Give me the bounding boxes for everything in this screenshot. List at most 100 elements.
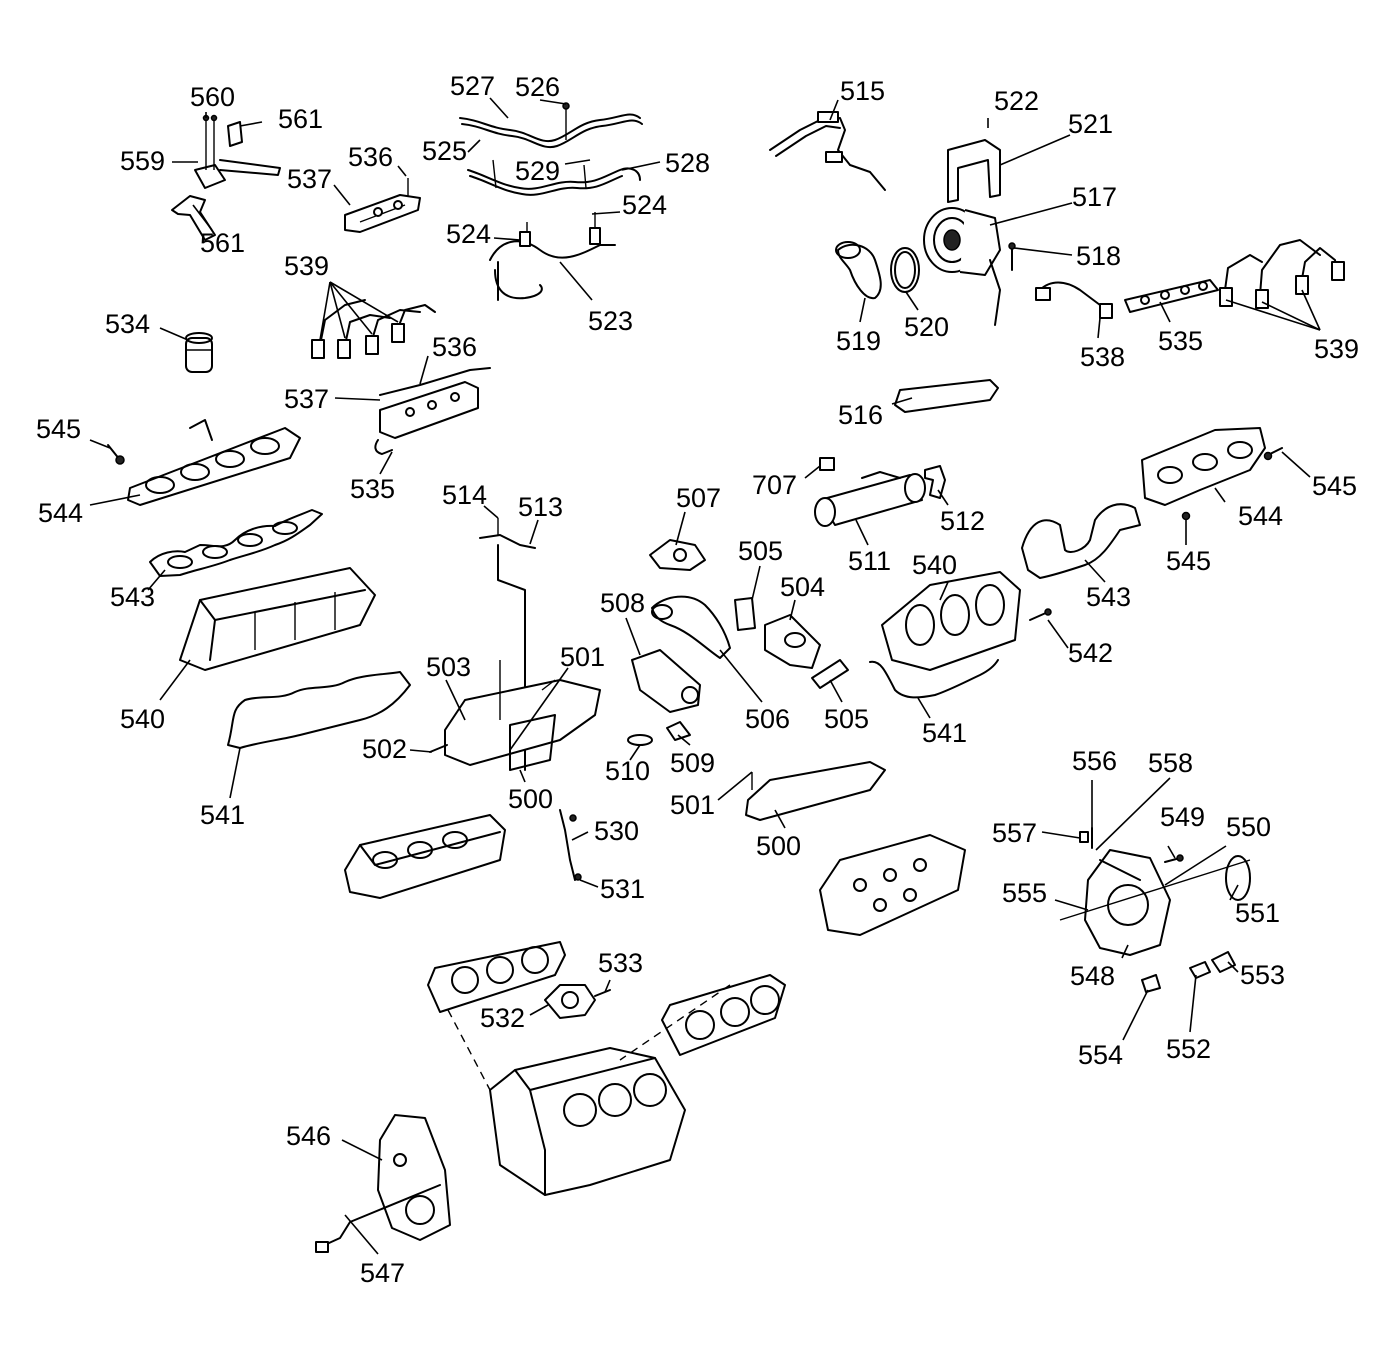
valley-cover-right-part <box>745 761 886 821</box>
callout-557: 557 <box>992 818 1037 848</box>
callout-504: 504 <box>780 572 825 602</box>
callout-540-left: 540 <box>120 704 165 734</box>
pump-532-part <box>544 984 596 1019</box>
callout-535-right: 535 <box>1158 326 1203 356</box>
callout-542: 542 <box>1068 638 1113 668</box>
bolt-545-lower-right-part <box>1181 511 1191 521</box>
callout-528: 528 <box>665 148 710 178</box>
callout-514: 514 <box>442 480 487 510</box>
engine-block-part <box>489 1047 686 1196</box>
callout-537-top: 537 <box>287 164 332 194</box>
part-553 <box>1211 951 1236 973</box>
callout-550: 550 <box>1226 812 1271 842</box>
callout-502: 502 <box>362 734 407 764</box>
callout-labels: 560 561 559 561 527 526 525 529 528 536 … <box>36 71 1359 1288</box>
egr-valve-504-part <box>764 614 821 669</box>
callout-519: 519 <box>836 326 881 356</box>
harness-523-part <box>489 212 616 301</box>
bracket-509-part <box>666 721 691 741</box>
callout-515: 515 <box>840 76 885 106</box>
callout-561-top: 561 <box>278 104 323 134</box>
callout-510: 510 <box>605 756 650 786</box>
callout-544-left: 544 <box>38 498 83 528</box>
callout-500-left: 500 <box>508 784 553 814</box>
callout-541-right: 541 <box>922 718 967 748</box>
egr-pipe-506-part <box>651 595 731 659</box>
callout-556: 556 <box>1072 746 1117 776</box>
callout-536-top: 536 <box>348 142 393 172</box>
intake-manifold-right-part <box>881 571 1021 671</box>
callout-506: 506 <box>745 704 790 734</box>
callout-526: 526 <box>515 72 560 102</box>
callout-511: 511 <box>848 546 891 576</box>
callout-505-lower: 505 <box>824 704 869 734</box>
heat-shield-521-part <box>947 139 1001 203</box>
callout-539-left: 539 <box>284 251 329 281</box>
callout-500-right: 500 <box>756 831 801 861</box>
bolt-518-part <box>1008 242 1016 271</box>
cylinder-head-right-part <box>819 834 966 936</box>
front-cover-546-part <box>377 1114 451 1241</box>
bracket-512-part <box>924 465 946 499</box>
gasket-543-left-part <box>149 509 323 577</box>
callout-543-left: 543 <box>110 582 155 612</box>
callout-507: 507 <box>676 483 721 513</box>
callout-555: 555 <box>1002 878 1047 908</box>
valley-cover-left-part <box>429 660 601 771</box>
fuel-rail-left-part <box>374 367 491 455</box>
gasket-543-right-part <box>1021 503 1141 579</box>
callout-536-mid: 536 <box>432 332 477 362</box>
fuel-rail-right-part <box>1124 279 1219 313</box>
turbocharger-part <box>923 207 1001 326</box>
dipstick-tube-part <box>479 518 536 771</box>
callout-549: 549 <box>1160 802 1205 832</box>
part-552 <box>1189 961 1211 979</box>
heat-shield-516-part <box>894 379 999 413</box>
callout-516: 516 <box>838 400 883 430</box>
gasket-505-upper-part <box>734 597 756 631</box>
small-rail-top-part <box>344 178 421 233</box>
callout-560: 560 <box>190 82 235 112</box>
callout-524-right: 524 <box>622 190 667 220</box>
callout-524-left: 524 <box>446 219 491 249</box>
callout-707: 707 <box>752 470 797 500</box>
head-gasket-right-part <box>661 974 786 1056</box>
callout-522: 522 <box>994 86 1039 116</box>
gasket-541-left-part <box>227 671 411 749</box>
seal-551-part <box>1225 855 1251 901</box>
callout-552: 552 <box>1166 1034 1211 1064</box>
callout-525: 525 <box>422 136 467 166</box>
callout-558: 558 <box>1148 748 1193 778</box>
callout-543-right: 543 <box>1086 582 1131 612</box>
callout-523: 523 <box>588 306 633 336</box>
callout-545-lower-right: 545 <box>1166 546 1211 576</box>
bolt-533-part <box>594 989 611 997</box>
callout-539-right: 539 <box>1314 334 1359 364</box>
callout-538: 538 <box>1080 342 1125 372</box>
callout-541-left: 541 <box>200 800 245 830</box>
exhaust-manifold-right-part <box>1141 427 1266 506</box>
callout-545-left: 545 <box>36 414 81 444</box>
callout-532: 532 <box>480 1003 525 1033</box>
line-538-part <box>1035 281 1113 319</box>
callout-534: 534 <box>105 309 150 339</box>
head-gasket-left-part <box>427 941 566 1013</box>
gasket-541-right-part <box>869 659 999 699</box>
bolt-545-right-part <box>1263 447 1283 461</box>
callout-513: 513 <box>518 492 563 522</box>
callout-551: 551 <box>1235 898 1280 928</box>
exhaust-manifold-left-part <box>127 419 301 506</box>
intake-manifold-left-part <box>179 567 376 671</box>
callout-518: 518 <box>1076 241 1121 271</box>
callout-508: 508 <box>600 588 645 618</box>
callout-540-right: 540 <box>912 550 957 580</box>
throttle-body-508-part <box>631 649 701 713</box>
callout-501-bottom: 501 <box>670 790 715 820</box>
callout-537-mid: 537 <box>284 384 329 414</box>
callout-517: 517 <box>1072 182 1117 212</box>
callout-509: 509 <box>670 748 715 778</box>
harness-515-part <box>769 111 886 191</box>
part-554 <box>1141 974 1161 993</box>
cylinder-head-left-part <box>344 814 506 899</box>
